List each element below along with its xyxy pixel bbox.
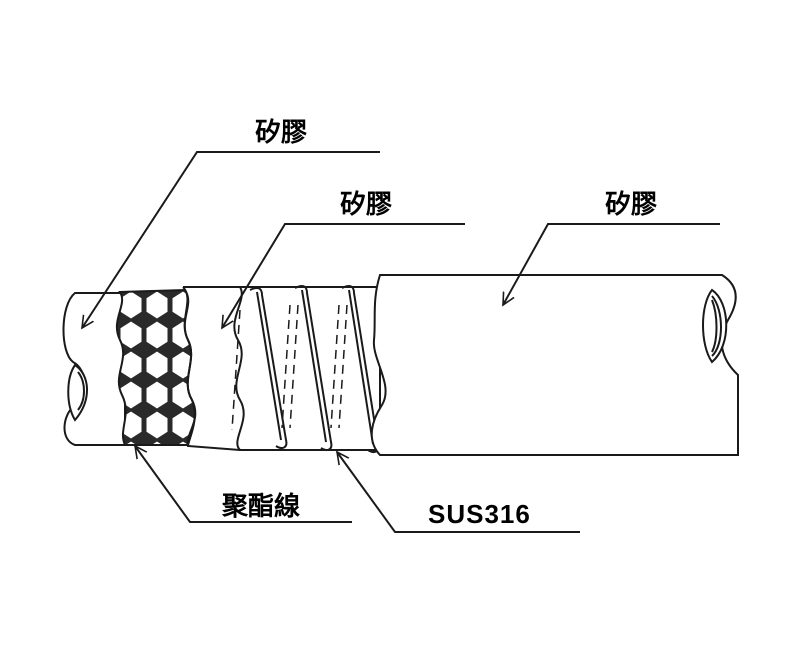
leader-lines [82,151,720,533]
label-middle-silicone: 矽膠 [340,190,393,220]
label-polyester: 聚酯線 [222,492,301,522]
inner-silicone-layer [62,292,126,446]
steel-wire-helix [231,284,380,453]
leader-middle-silicone [222,223,465,328]
outer-silicone-layer [370,274,739,456]
label-outer-silicone: 矽膠 [255,118,308,148]
outer-cut-lens [702,288,728,364]
leader-polyester [135,446,352,523]
label-steel-wire: SUS316 [428,499,531,529]
leader-inner-silicone [502,223,720,305]
label-inner-silicone: 矽膠 [605,190,658,220]
polyester-braid-layer [115,288,197,446]
middle-silicone-layer [182,286,381,451]
leader-steel-wire [337,452,580,533]
leader-outer-silicone [82,151,380,328]
